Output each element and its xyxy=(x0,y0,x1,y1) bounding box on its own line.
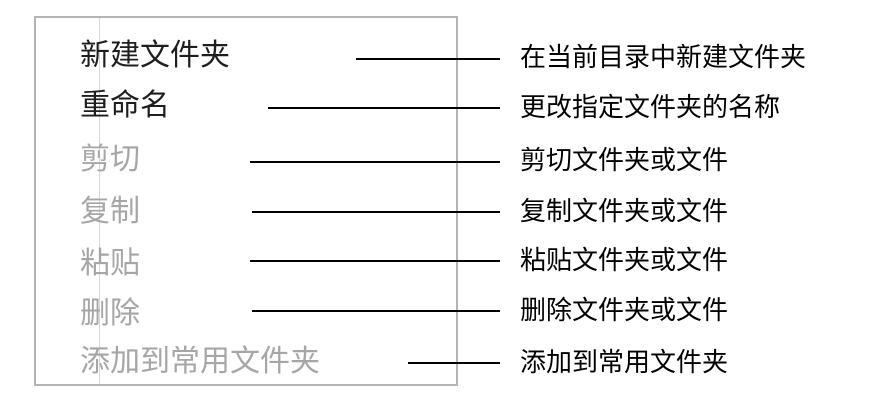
annotation-delete: 删除文件夹或文件 xyxy=(520,296,729,326)
leader-line-add-to-favorites xyxy=(408,362,500,364)
leader-line-delete xyxy=(252,310,500,312)
leader-line-rename xyxy=(268,107,500,109)
menu-item-delete: 删除 xyxy=(80,296,140,331)
context-menu xyxy=(34,16,458,386)
menu-item-rename[interactable]: 重命名 xyxy=(80,88,170,123)
menu-item-cut: 剪切 xyxy=(80,142,140,177)
leader-line-cut xyxy=(250,161,500,163)
annotation-add-to-favorites: 添加到常用文件夹 xyxy=(520,348,729,378)
menu-icon-gutter xyxy=(36,18,100,384)
annotation-rename: 更改指定文件夹的名称 xyxy=(520,93,781,123)
annotation-new-folder: 在当前目录中新建文件夹 xyxy=(520,43,807,73)
menu-item-new-folder[interactable]: 新建文件夹 xyxy=(80,38,230,73)
leader-line-paste xyxy=(250,260,500,262)
menu-item-copy: 复制 xyxy=(80,194,140,229)
annotation-copy: 复制文件夹或文件 xyxy=(520,197,729,227)
annotation-cut: 剪切文件夹或文件 xyxy=(520,146,729,176)
menu-item-add-to-favorites: 添加到常用文件夹 xyxy=(80,344,320,379)
annotation-paste: 粘贴文件夹或文件 xyxy=(520,246,729,276)
menu-item-paste: 粘贴 xyxy=(80,246,140,281)
leader-line-new-folder xyxy=(356,58,500,60)
leader-line-copy xyxy=(252,211,500,213)
